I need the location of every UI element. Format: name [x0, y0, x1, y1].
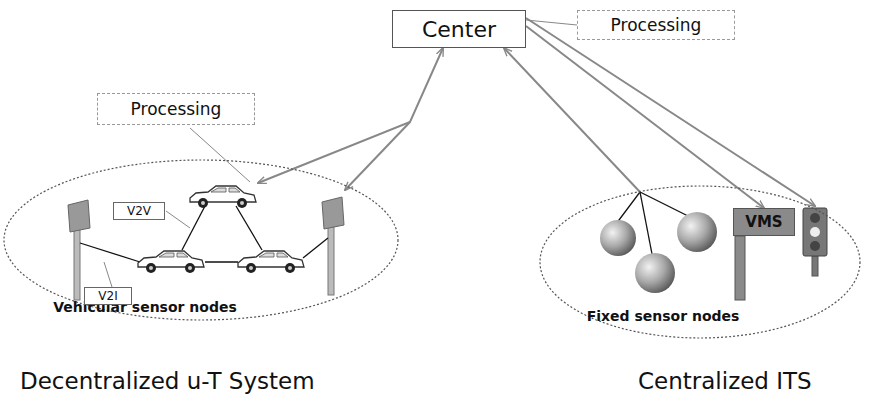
caption-label: Centralized ITS: [638, 368, 812, 394]
region-outline: [2, 158, 400, 322]
node-text: Processing: [611, 15, 702, 35]
node-text: Center: [422, 17, 496, 42]
sensor-region: Fixed sensor nodes VMS: [538, 184, 862, 340]
leader-line: [104, 128, 250, 287]
node-text: VMS: [745, 213, 782, 231]
sensor-region: Vehicular sensor nodes V2V V2I: [2, 158, 400, 322]
region-label: Fixed sensor nodes: [568, 308, 758, 324]
link-label-box: V2V: [113, 202, 165, 220]
fixed-sensor: [635, 253, 675, 293]
vms-sign: VMS: [733, 208, 795, 236]
vehicle: [238, 251, 304, 273]
arrow-connector: [526, 18, 815, 206]
caption-label: Decentralized u-T System: [20, 368, 315, 394]
roadside-unit: [68, 200, 90, 300]
vehicle: [138, 251, 204, 273]
vehicle: [190, 186, 256, 208]
arrow-connector: [258, 48, 443, 183]
traffic-light: [803, 208, 827, 276]
arrow-connector: [526, 26, 764, 208]
center-box: Center: [392, 10, 526, 48]
node-text: V2V: [127, 204, 151, 218]
link-label-box: V2I: [84, 287, 132, 305]
node-text: V2I: [98, 289, 117, 303]
fixed-sensor: [600, 220, 636, 256]
node-text: Processing: [131, 99, 222, 119]
callout-box: Processing: [97, 93, 255, 125]
arrow-connector: [504, 48, 640, 192]
arrow-branch: [345, 122, 410, 190]
fixed-sensor: [677, 212, 717, 252]
region-label: Vehicular sensor nodes: [20, 299, 270, 315]
sign-post: [735, 236, 745, 300]
callout-box: Processing: [577, 10, 735, 40]
roadside-unit: [322, 197, 344, 295]
